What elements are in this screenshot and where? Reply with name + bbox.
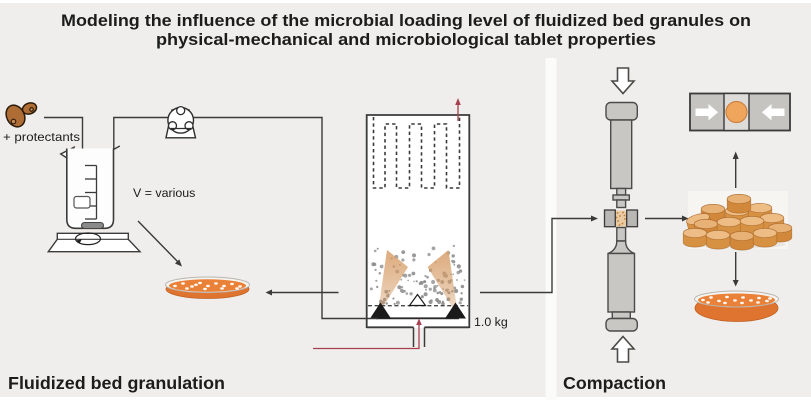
eject-arrow [645, 215, 689, 222]
volume-label: V = various [133, 186, 195, 200]
spray-cone-left [377, 250, 408, 316]
magnetic-stirrer-icon [46, 232, 142, 253]
top-margin [0, 0, 811, 3]
die-icon [603, 209, 639, 228]
title-line-2: physical-mechanical and microbiological … [156, 30, 656, 49]
spray-cone-right [427, 250, 458, 316]
section-divider [545, 58, 557, 400]
air-inlet-arrow [313, 318, 422, 350]
fluidized-bed-chamber-icon [365, 114, 471, 328]
upper-punch-icon [605, 101, 638, 209]
tablet-pile-image [682, 191, 793, 251]
colonies-right [701, 295, 772, 305]
tablets [682, 194, 793, 251]
compression-arrow-top [610, 67, 636, 95]
peristaltic-pump-icon [165, 105, 197, 139]
sample-arrow-beaker-to-dish [137, 220, 182, 267]
stir-bar [80, 221, 105, 230]
petri-dish-left-icon [165, 276, 250, 299]
tester-tablet [725, 100, 748, 124]
mass-label: 1.0 kg [474, 315, 508, 329]
spray-nozzle-right [445, 302, 466, 319]
tester-jaw-arrow-right [762, 104, 785, 121]
die-granule-speckles [615, 211, 626, 226]
compression-arrow-bottom [610, 335, 636, 363]
tube-line [113, 116, 378, 320]
arrow-pile-to-dish [732, 252, 739, 287]
stirrer-rotation-icon [74, 232, 102, 246]
compaction-section-label: Compaction [563, 373, 666, 393]
air-cone-triangle [408, 293, 427, 307]
die-granule-fill [615, 210, 627, 227]
tester-jaw-arrow-left [695, 104, 718, 121]
transfer-arrow-to-compaction [480, 215, 598, 294]
protectants-label: + protectants [3, 130, 80, 144]
petri-dish-right-icon [694, 290, 779, 322]
granule-sample-arrow [265, 289, 339, 296]
hardness-tester-icon [689, 92, 791, 132]
beaker-label [73, 195, 91, 209]
title: Modeling the influence of the microbial … [61, 11, 751, 49]
spray-nozzle-left [370, 302, 391, 319]
yeast-cells-icon [5, 102, 38, 128]
exhaust-air-arrow [455, 98, 461, 121]
bottom-margin [0, 397, 811, 400]
title-line-1: Modeling the influence of the microbial … [61, 11, 751, 30]
filter-bags-icon [372, 117, 461, 189]
arrow-pile-to-tester [732, 151, 739, 188]
lower-punch-icon [605, 226, 638, 332]
granulation-section-label: Fluidized bed granulation [8, 373, 225, 393]
colonies-left [173, 281, 242, 291]
beaker-icon [59, 145, 121, 230]
